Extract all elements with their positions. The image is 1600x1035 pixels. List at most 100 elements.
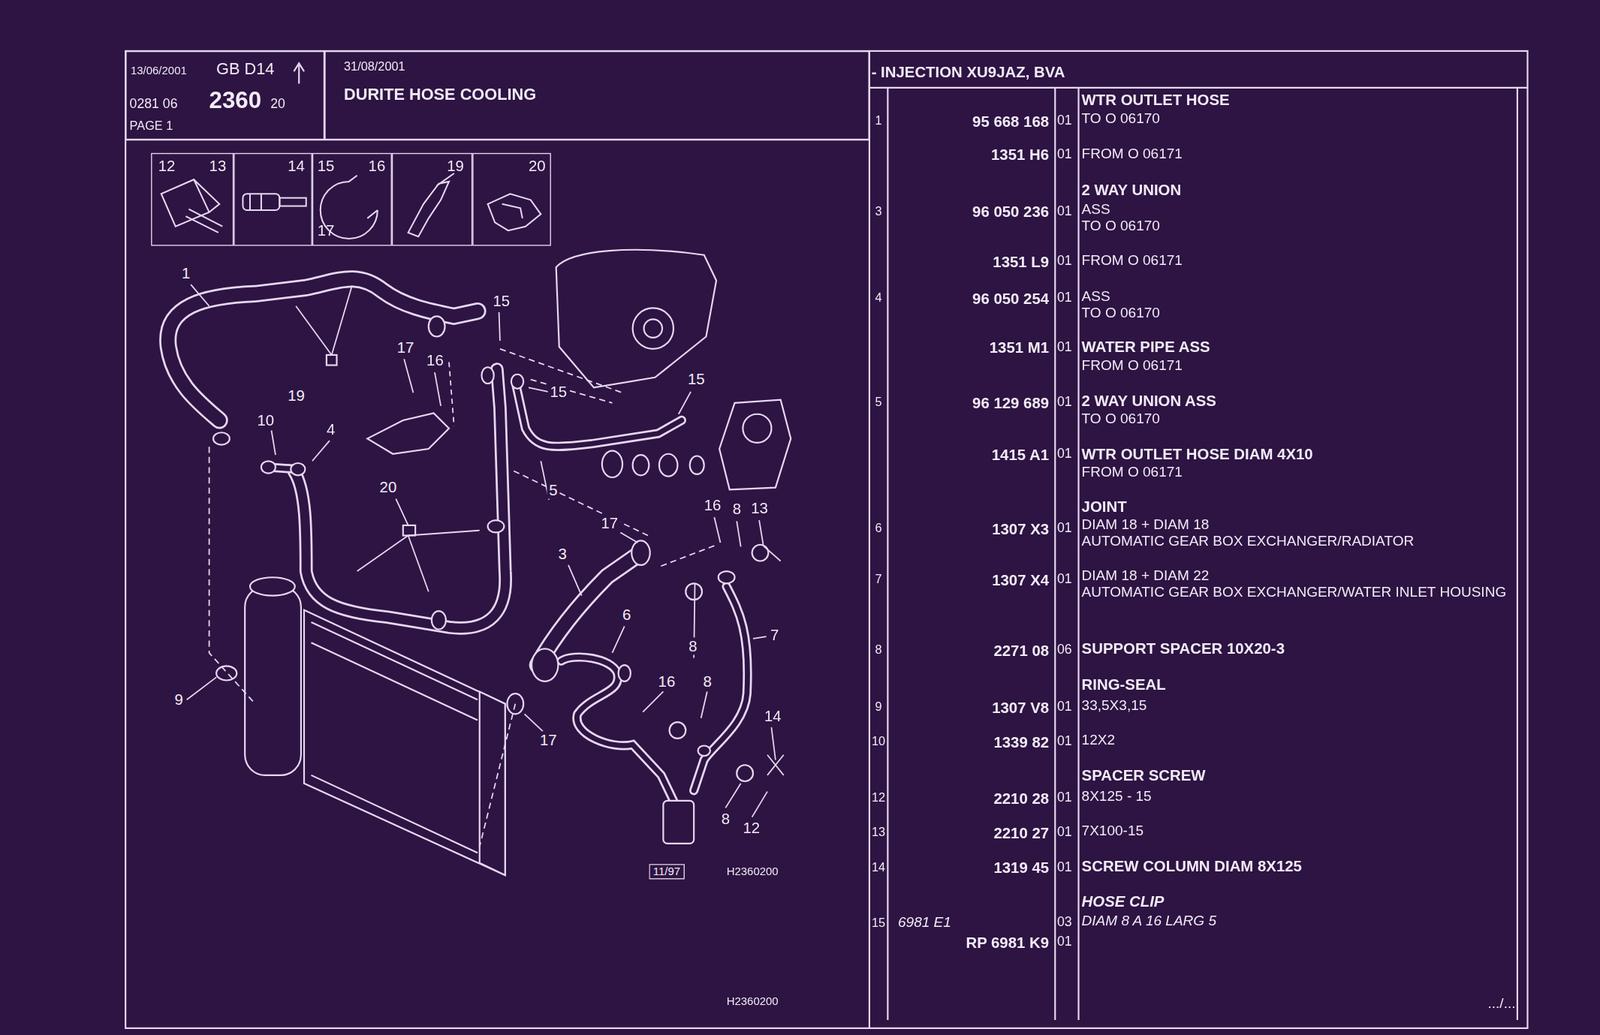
inset-box: 12 13 (150, 153, 234, 247)
callout-number: 16 (424, 351, 446, 369)
description: 7X100-15 (1081, 822, 1145, 839)
description: TO O 06170 (1081, 409, 1161, 427)
quantity: 01 (1057, 394, 1073, 410)
callout-number: 17 (599, 514, 621, 532)
cell-text: 31/08/2001 (343, 60, 406, 75)
part-reference: 1415 A1 (897, 445, 1049, 464)
inset-box: 15 16 17 (312, 153, 392, 247)
callout-number: 15 (685, 370, 707, 388)
callout-number: 15 (548, 382, 570, 401)
item-number: 12 (869, 792, 888, 807)
part-reference: RP 6981 K9 (897, 934, 1049, 952)
item-number: 13 (869, 826, 888, 841)
cell-text: 19 (446, 156, 465, 175)
callout-number: 4 (324, 420, 338, 438)
callout-number: 16 (702, 495, 724, 513)
callout-number: 8 (730, 500, 744, 518)
quantity: 01 (1057, 253, 1073, 269)
callout-number: 19 (286, 386, 308, 404)
cell-text: 14 (287, 156, 305, 175)
description: WTR OUTLET HOSE DIAM 4X10 (1081, 445, 1314, 463)
cell-text: 13 (209, 156, 227, 175)
item-number: 6 (869, 522, 888, 537)
cell-text: 15 (317, 156, 335, 175)
part-reference: 96 050 254 (897, 289, 1049, 308)
callout-number: 3 (556, 545, 570, 563)
quantity: 03 (1057, 915, 1073, 931)
callout-number: 17 (537, 731, 559, 749)
part-reference: 2210 27 (897, 824, 1049, 842)
cell-text: 0281 06 (129, 96, 178, 112)
description: RING-SEAL (1081, 675, 1167, 694)
callout-number: 16 (656, 672, 678, 691)
quantity: 06 (1057, 642, 1073, 658)
description: 2 WAY UNION (1081, 180, 1182, 199)
callout-number: 8 (701, 672, 715, 691)
inset-box: 20 (472, 153, 552, 247)
cell-text: 2360 (209, 87, 263, 115)
quantity: 01 (1057, 290, 1073, 306)
cell-text: 12 (158, 156, 176, 175)
cell-text: DURITE HOSE COOLING (343, 85, 537, 105)
quantity: 01 (1057, 934, 1073, 950)
description: DIAM 18 + DIAM 18 (1081, 516, 1210, 534)
cell-text: GB D14 (216, 60, 275, 79)
quantity: 01 (1057, 735, 1073, 751)
description: DIAM 18 + DIAM 22 (1081, 567, 1210, 585)
part-reference: 95 668 168 (897, 111, 1049, 130)
drawing-ref: H2360200 (726, 994, 779, 1008)
description: WTR OUTLET HOSE (1081, 90, 1230, 109)
cell-text: 20 (270, 96, 286, 112)
description: ASS (1081, 201, 1111, 218)
inset-box: 19 (391, 153, 473, 247)
note-text: 6981 E1 (897, 914, 952, 932)
part-reference: 1351 L9 (897, 253, 1049, 271)
item-number: 15 (869, 917, 888, 932)
description: TO O 06170 (1081, 304, 1161, 321)
callout-number: 8 (687, 637, 700, 655)
part-reference: 1339 82 (897, 733, 1049, 751)
callout-number: 1 (179, 264, 193, 282)
description: FROM O 06171 (1081, 252, 1183, 269)
description: SUPPORT SPACER 10X20-3 (1081, 639, 1285, 657)
callout-number: 7 (768, 626, 781, 644)
part-reference: 96 050 236 (897, 202, 1049, 220)
callout-number: 17 (394, 338, 416, 356)
drawing-ref: H2360200 (726, 864, 779, 878)
part-reference: 1319 45 (897, 858, 1049, 877)
cell-text: 17 (317, 221, 335, 239)
note-text: .../... (1487, 994, 1516, 1012)
quantity: 01 (1057, 860, 1073, 876)
callout-number: 14 (762, 707, 784, 725)
quantity: 01 (1057, 790, 1073, 806)
description: AUTOMATIC GEAR BOX EXCHANGER/WATER INLET… (1081, 583, 1511, 600)
description: FROM O 06171 (1081, 463, 1183, 480)
quantity: 01 (1057, 572, 1073, 588)
callout-number: 20 (377, 478, 399, 496)
quantity: 01 (1057, 204, 1073, 220)
quantity: 01 (1057, 147, 1073, 163)
description: FROM O 06171 (1081, 144, 1183, 162)
item-number: 5 (869, 395, 888, 410)
description: DIAM 8 A 16 LARG 5 (1081, 912, 1217, 929)
callout-number: 9 (172, 690, 186, 709)
quantity: 01 (1057, 825, 1073, 841)
description: SPACER SCREW (1081, 766, 1206, 784)
leader-lines (186, 284, 784, 847)
cell-text: 16 (368, 156, 386, 175)
item-number: 4 (869, 292, 888, 307)
quantity: 01 (1057, 446, 1073, 462)
quantity: 01 (1057, 113, 1073, 129)
date-stamp: 11/97 (648, 864, 684, 880)
description: 33,5X3,15 (1081, 696, 1148, 714)
description: HOSE CLIP (1081, 892, 1165, 910)
quantity: 01 (1057, 699, 1073, 715)
description: WATER PIPE ASS (1081, 337, 1211, 356)
description: JOINT (1081, 497, 1127, 516)
part-reference: 1307 V8 (897, 699, 1049, 717)
part-reference: 1351 M1 (897, 338, 1049, 356)
part-reference: 1307 X3 (897, 520, 1049, 538)
callout-number: 13 (749, 499, 771, 517)
description: TO O 06170 (1081, 110, 1161, 127)
callout-number: 15 (491, 292, 513, 310)
